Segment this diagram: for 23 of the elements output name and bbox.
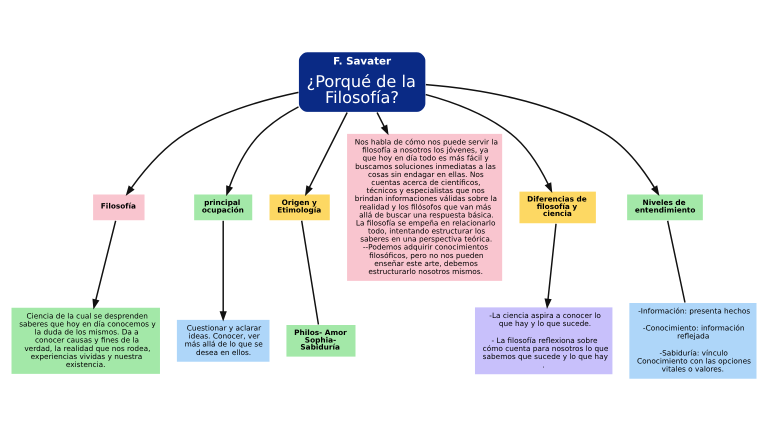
arrow bbox=[304, 112, 348, 196]
node-box: Niveles de entendimiento bbox=[626, 194, 704, 222]
node-box: Ciencia de la cual se desprenden saberes que hoy en día conocemos y la duda de los mismos. Da a conocer causas y fines de la verdad, la realidad que nos rodea, experiencias vividas y nuestra existencia. bbox=[10, 307, 161, 375]
connector bbox=[666, 220, 686, 303]
arrow bbox=[426, 84, 660, 196]
node-box: -Información: presenta hechos -Conocimiento: información reflejada -Sabiduría: vínculo Conocimiento con las opciones vitales o valores. bbox=[628, 302, 758, 380]
connector bbox=[300, 220, 320, 325]
node-box: Philos- Amor Sophia- Sabiduría bbox=[286, 324, 356, 358]
node-box: F. Savater ¿Porqué de la Filosofía? bbox=[298, 52, 426, 113]
node-box: Filosofía bbox=[92, 194, 146, 222]
node-box: Nos habla de cómo nos puede servir la filosofía a nosotros los jóvenes, ya que hoy en día todo es más fácil y buscamos soluciones inmediatas a las cosas sin endagar en ellas. Nos cuentas acerca de científicos, técnicos y especialistas que nos brindan informaciones válidas sobre la realidad y los filósofos que van más allá de buscar una respuesta básica. La filosofía se empeña en relacionarlo todo, intentando estructurar los saberes en una perspectiva teórica. --Podemos adquirir conocimientos filosóficos, pero no nos pueden enseñar este arte, debemos estructurarlo nosotros mismos. bbox=[346, 133, 503, 282]
node-box: -La ciencia aspira a conocer lo que hay y lo que sucede. - La filosofía reflexiona sobre cómo cuenta para nosotros lo que sabemos que sucede y lo que hay . bbox=[474, 306, 614, 376]
node-box: principal ocupación bbox=[193, 194, 253, 222]
arrow bbox=[126, 92, 299, 196]
arrow bbox=[226, 106, 299, 196]
arrow bbox=[92, 220, 116, 310]
node-box: Diferencias de filosofía y ciencia bbox=[518, 190, 597, 224]
arrow bbox=[544, 224, 557, 309]
node-box: Cuestionar y aclarar ideas. Conocer, ver más allá de lo que se desea en ellos. bbox=[176, 319, 270, 363]
arrow bbox=[220, 220, 227, 322]
arrow bbox=[426, 94, 552, 194]
node-box: Origen y Etimología bbox=[268, 194, 331, 222]
arrow bbox=[376, 112, 389, 136]
